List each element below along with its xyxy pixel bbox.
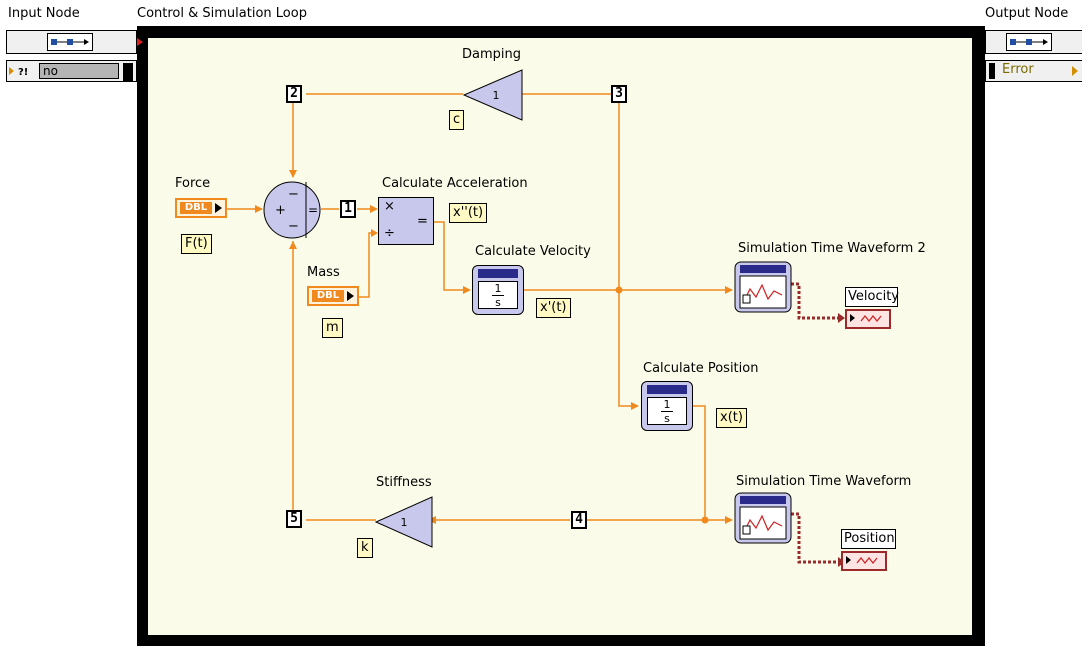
- accel-var: x''(t): [449, 203, 488, 223]
- output-node-label: Output Node: [985, 6, 1069, 21]
- integrator-header-icon: [647, 385, 687, 394]
- velocity-chart-icon: [845, 309, 891, 329]
- wire-node3-to-position: [618, 102, 638, 407]
- wire-wave2-to-velocity: [791, 282, 843, 320]
- loop-label: Control & Simulation Loop: [137, 6, 307, 21]
- position-var: x(t): [716, 408, 747, 428]
- position-chart-icon: [841, 551, 887, 571]
- summer-equals: =: [308, 203, 318, 217]
- damping-label: Damping: [462, 47, 521, 62]
- damping-gain-block[interactable]: 1: [462, 68, 524, 122]
- wire-position-to-wave1: [693, 405, 732, 521]
- simulation-loop-diagram: [148, 38, 972, 635]
- position-label: Calculate Position: [643, 361, 759, 376]
- accel-block[interactable]: × ÷ =: [378, 197, 434, 245]
- wire-accel-to-velocity: [433, 221, 469, 291]
- output-node-terminal[interactable]: Error: [985, 60, 1082, 82]
- velocity-numerator: 1: [494, 282, 502, 295]
- wave2-block[interactable]: [734, 261, 792, 313]
- velocity-indicator-label: Velocity: [845, 287, 899, 307]
- velocity-denominator: s: [495, 296, 501, 309]
- position-transfer: 1 s: [647, 397, 687, 425]
- stiffness-param: k: [357, 538, 373, 558]
- input-node-value[interactable]: no: [39, 63, 119, 79]
- stiffness-label: Stiffness: [376, 475, 432, 490]
- error-indicator-icon: ?!: [9, 67, 28, 77]
- wire-wave1-to-position: [791, 512, 843, 564]
- feedback-node-3[interactable]: 3: [611, 85, 627, 103]
- mass-type: DBL: [312, 290, 344, 302]
- loop-input-terminal-icon: [137, 38, 143, 46]
- input-node-icon: [47, 33, 93, 51]
- feedback-node-5[interactable]: 5: [286, 510, 302, 528]
- wire-mass-to-accel: [358, 232, 376, 298]
- mass-control[interactable]: DBL: [307, 286, 359, 306]
- selector-arrow-icon[interactable]: [123, 63, 133, 81]
- summer-block[interactable]: + − − =: [262, 180, 322, 240]
- feedback-node-2[interactable]: 2: [286, 85, 302, 103]
- position-integrator-block[interactable]: 1 s: [641, 381, 693, 431]
- damping-param: c: [449, 110, 465, 130]
- summer-plus: +: [275, 203, 286, 218]
- force-control[interactable]: DBL: [175, 198, 227, 218]
- force-var: F(t): [181, 234, 212, 254]
- wave2-label: Simulation Time Waveform 2: [738, 241, 926, 256]
- summer-minus-top: −: [288, 187, 299, 202]
- position-numerator: 1: [663, 398, 671, 411]
- output-node-icon: [1006, 33, 1052, 51]
- input-node-header[interactable]: [6, 30, 137, 54]
- position-indicator-label: Position: [841, 529, 896, 549]
- stiffness-gain-block[interactable]: 1: [374, 495, 436, 549]
- damping-gain-value: 1: [493, 89, 500, 102]
- mass-var: m: [322, 318, 343, 338]
- output-node-bar: [989, 63, 995, 79]
- mass-terminal-icon: [347, 291, 354, 301]
- velocity-label: Calculate Velocity: [475, 244, 591, 259]
- velocity-integrator-block[interactable]: 1 s: [472, 265, 524, 315]
- velocity-var: x'(t): [536, 298, 571, 318]
- velocity-transfer: 1 s: [478, 281, 518, 309]
- accel-equals: =: [417, 214, 428, 229]
- output-node-header[interactable]: [985, 30, 1082, 54]
- wave1-block[interactable]: [734, 492, 792, 544]
- input-node-selector[interactable]: ?! no: [6, 60, 137, 82]
- position-indicator[interactable]: Position: [841, 529, 896, 573]
- summer-minus-bottom: −: [288, 219, 299, 234]
- feedback-node-1[interactable]: 1: [340, 200, 356, 218]
- output-node-value: Error: [1002, 62, 1034, 77]
- integrator-header-icon: [478, 269, 518, 278]
- accel-label: Calculate Acceleration: [382, 176, 528, 191]
- accel-times: ×: [384, 199, 395, 214]
- stiffness-gain-value: 1: [401, 516, 408, 529]
- accel-divide: ÷: [384, 226, 395, 241]
- force-terminal-icon: [215, 203, 222, 213]
- output-arrow-icon: [1072, 66, 1078, 76]
- position-denominator: s: [664, 412, 670, 425]
- svg-text:?!: ?!: [18, 67, 28, 77]
- input-node-label: Input Node: [8, 6, 80, 21]
- force-type: DBL: [180, 202, 212, 214]
- wave1-label: Simulation Time Waveform: [736, 474, 912, 489]
- force-label: Force: [175, 176, 211, 191]
- velocity-indicator[interactable]: Velocity: [845, 287, 899, 331]
- feedback-node-4[interactable]: 4: [571, 511, 587, 529]
- mass-label: Mass: [307, 265, 340, 280]
